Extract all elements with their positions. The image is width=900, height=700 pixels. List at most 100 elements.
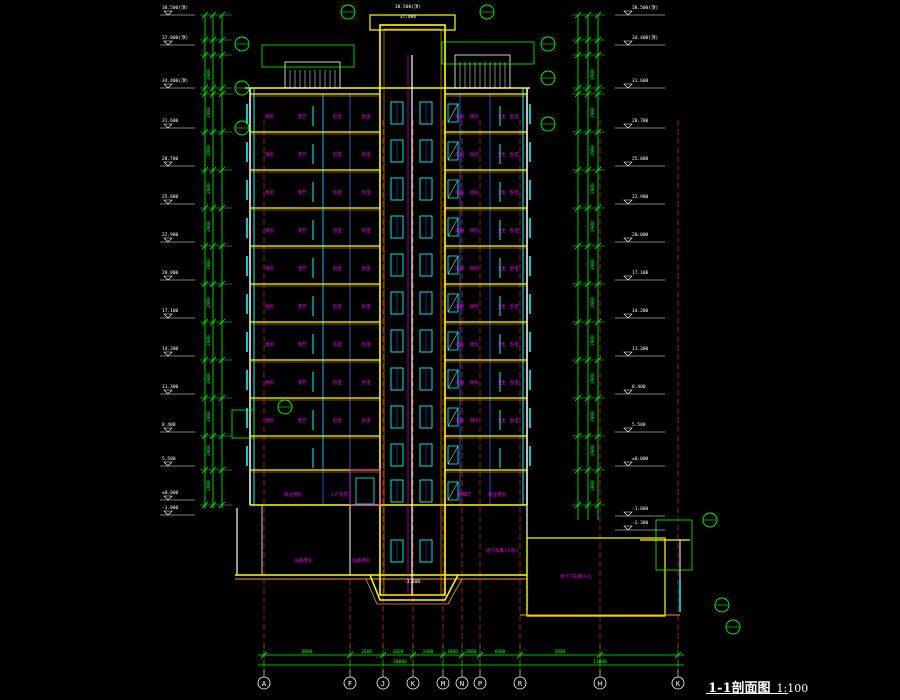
room-label: 厨房 [265,151,274,158]
room-label: 卧室 [510,265,519,272]
axis-bubble [406,676,420,690]
stair-window [447,407,459,427]
elevation-right: 25.800 [632,156,649,162]
stair-window [447,369,459,389]
lobby-door [355,477,375,505]
elev-triangle [623,237,633,243]
elev-triangle [163,161,173,167]
bottom-dim-text: 6000 [495,649,506,655]
axis-bubble [671,676,685,690]
room-label: 厨房 [470,341,479,348]
drawing-title-text: 1-1剖面图 [708,681,771,696]
room-label: 厨房 [470,379,479,386]
room-label: 卫生 [497,151,506,158]
room-label: 客厅 [298,189,307,196]
elevation-right: 28.700 [632,118,649,124]
elevator-pit-outer [365,578,463,605]
dim-text-right: 2900 [590,480,596,491]
axis-bubble [455,676,469,690]
elevation-right: 14.200 [632,308,649,314]
stair-window [447,445,459,465]
elevation-marks: 38.500(顶)37.000(顶)34.400(顶)31.60028.7002… [160,4,665,585]
room-label: 卧室 [510,417,519,424]
room-label: 卫生 [497,265,506,272]
room-label: 客厅 [298,303,307,310]
roof-parapet-left [284,61,341,89]
elevation-left: ±0.000 [162,490,179,496]
elevation-right: ±0.000 [632,456,649,462]
elev-triangle [623,83,633,89]
room-label: 卧室 [333,341,342,348]
dim-text-left: 2900 [206,259,212,270]
stair-window [447,293,459,313]
room-label: 走廊 [455,265,464,272]
elev-triangle [623,123,633,129]
axis-label: K [676,680,681,688]
elevation-right: 17.100 [632,270,649,276]
lobby-entrance [349,469,381,506]
bottom-dim-text: 2400 [423,649,434,655]
elevation-left: 25.800 [162,194,179,200]
stair-window [447,141,459,161]
room-label: 卧室 [362,341,371,348]
room-label: 卧室 [333,379,342,386]
elevation-left: -1.000 [162,505,179,511]
elevation-left: 22.900 [162,232,179,238]
room-label: 卧室 [362,417,371,424]
elevation-left: 37.000(顶) [162,35,188,41]
elevation-right: 34.400(顶) [632,35,658,41]
stair-flight [447,331,459,351]
structure-lines [231,88,693,672]
axis-bubble [257,676,271,690]
room-label: 卧室 [510,151,519,158]
room-label: 厨房 [470,151,479,158]
axis-bubble [593,676,607,690]
elevation-right: 8.400 [632,384,646,390]
axis-bubble [376,676,390,690]
stair-window [447,255,459,275]
dim-text-right: 2900 [590,335,596,346]
elevation-right: -1.000 [632,506,649,512]
elevation-right: 22.900 [632,194,649,200]
elevation-left: 14.200 [162,346,179,352]
elev-triangle [623,161,633,167]
dim-text-right: 2900 [590,145,596,156]
room-label: 卫生 [497,189,506,196]
elev-triangle [623,461,633,467]
elev-triangle [623,511,633,517]
room-label: 卫生 [497,341,506,348]
elev-triangle [623,427,633,433]
room-label: 客厅 [298,113,307,120]
room-label: 厨房 [470,417,479,424]
roof-detail-right [441,41,535,65]
elev-triangle [163,351,173,357]
dim-text-left: 2900 [206,69,212,80]
room-label-ground: 入户大堂 [330,491,348,498]
elev-triangle [623,525,633,531]
stair-flight [447,255,459,275]
room-label: 卧室 [510,303,519,310]
dim-text-right: 2900 [590,221,596,232]
elev-triangle [623,199,633,205]
elevation-left: 28.700 [162,156,179,162]
elevator-core [349,14,463,605]
title-underline [706,693,788,694]
elev-triangle [163,40,173,46]
room-label: 客厅 [298,379,307,386]
room-label: 厨房 [265,189,274,196]
bottom-dim-text: 2600 [361,649,372,655]
elevation-right: 5.500 [632,422,646,428]
stair-window [447,179,459,199]
dim-text-right: 2900 [590,297,596,308]
room-label: 卧室 [362,303,371,310]
elev-triangle [163,495,173,501]
elev-triangle [163,461,173,467]
room-label: 厨房 [470,265,479,272]
basement-room-1 [261,504,351,576]
room-label: 厨房 [470,227,479,234]
dim-text-right: 2900 [590,445,596,456]
stair-flight [447,407,459,427]
